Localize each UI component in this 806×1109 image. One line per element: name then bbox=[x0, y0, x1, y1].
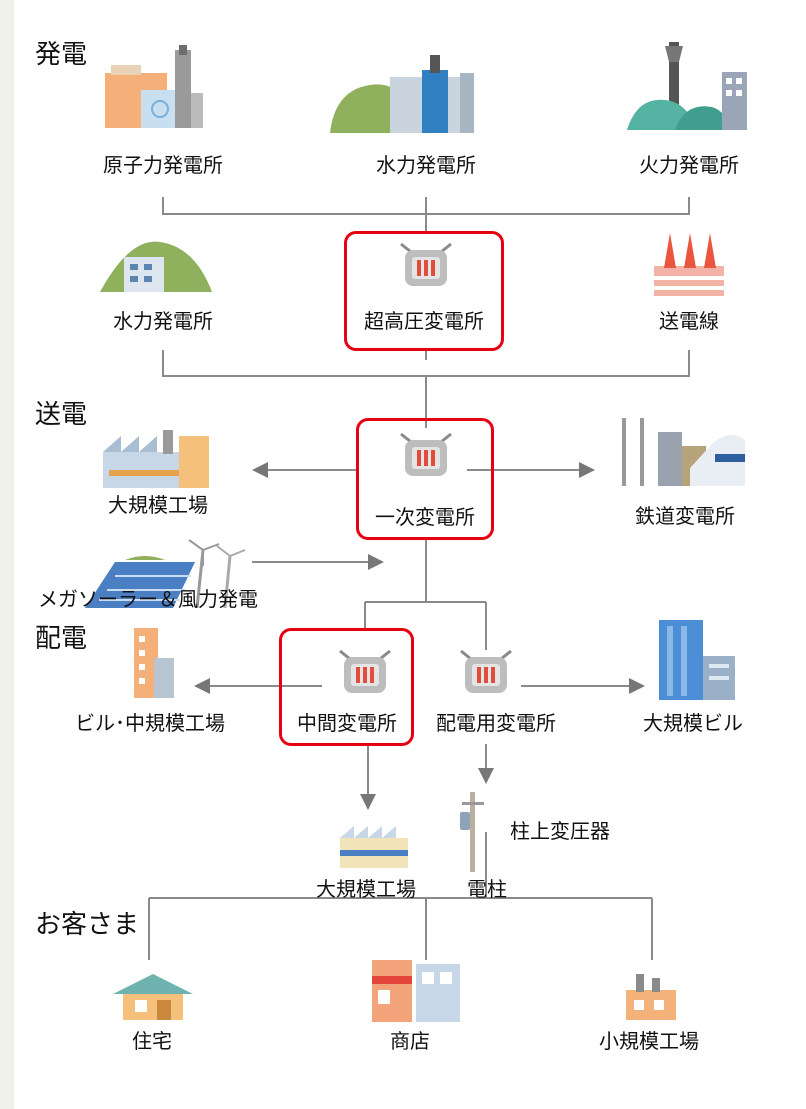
section-distribution: 配電 bbox=[35, 624, 88, 654]
railway-substation-icon bbox=[622, 418, 745, 486]
shop-icon bbox=[372, 960, 460, 1022]
small-factory-icon bbox=[626, 974, 676, 1020]
label-thermal-plant: 火力発電所 bbox=[639, 153, 739, 177]
highlight-primary-substation bbox=[356, 418, 494, 540]
label-house: 住宅 bbox=[132, 1029, 172, 1053]
section-generation: 発電 bbox=[35, 40, 88, 70]
label-primary-substation: 一次変電所 bbox=[375, 505, 475, 529]
label-ultra-high-voltage-substation: 超高圧変電所 bbox=[364, 309, 484, 333]
ultra-high-voltage-substation-icon bbox=[400, 242, 452, 286]
label-shop: 商店 bbox=[390, 1029, 430, 1053]
section-customers: お客さま bbox=[35, 910, 140, 940]
hydro-hill-icon bbox=[100, 241, 212, 292]
nuclear-plant-icon bbox=[105, 45, 203, 128]
solar-wind-icon bbox=[85, 539, 246, 609]
large-factory-2-icon bbox=[340, 826, 408, 868]
label-building-mid-factory: ビル･中規模工場 bbox=[75, 711, 225, 735]
large-factory-icon bbox=[103, 430, 209, 488]
label-transmission-line: 送電線 bbox=[659, 309, 719, 333]
label-utility-pole: 電柱 bbox=[467, 877, 507, 901]
label-large-factory-1: 大規模工場 bbox=[108, 493, 208, 517]
label-distribution-substation: 配電用変電所 bbox=[436, 711, 556, 735]
label-large-factory-2: 大規模工場 bbox=[316, 877, 416, 901]
highlight-intermediate-substation bbox=[279, 628, 414, 746]
building-mid-factory-icon bbox=[134, 628, 174, 698]
diagram-panel bbox=[14, 0, 806, 1109]
label-intermediate-substation: 中間変電所 bbox=[297, 711, 397, 735]
label-railway-substation: 鉄道変電所 bbox=[635, 504, 735, 528]
large-building-icon bbox=[659, 620, 735, 700]
label-hydro-plant-mid: 水力発電所 bbox=[113, 309, 213, 333]
label-large-building: 大規模ビル bbox=[643, 711, 743, 735]
highlight-ultra-high-voltage-substation bbox=[344, 231, 504, 351]
section-transmission: 送電 bbox=[35, 400, 88, 430]
label-nuclear-plant: 原子力発電所 bbox=[103, 153, 223, 177]
intermediate-substation-icon bbox=[339, 649, 391, 693]
label-pole-transformer: 柱上変圧器 bbox=[510, 819, 610, 843]
label-hydro-plant-top: 水力発電所 bbox=[376, 153, 476, 177]
label-solar-wind: メガソーラー＆風力発電 bbox=[38, 587, 258, 611]
hydro-dam-icon bbox=[330, 55, 474, 133]
utility-pole-icon bbox=[460, 792, 484, 872]
house-icon bbox=[113, 974, 193, 1020]
transmission-towers-icon bbox=[654, 233, 724, 296]
label-small-factory: 小規模工場 bbox=[599, 1029, 699, 1053]
primary-substation-icon bbox=[400, 432, 452, 476]
distribution-substation-icon bbox=[460, 649, 512, 693]
thermal-plant-icon bbox=[627, 42, 747, 130]
